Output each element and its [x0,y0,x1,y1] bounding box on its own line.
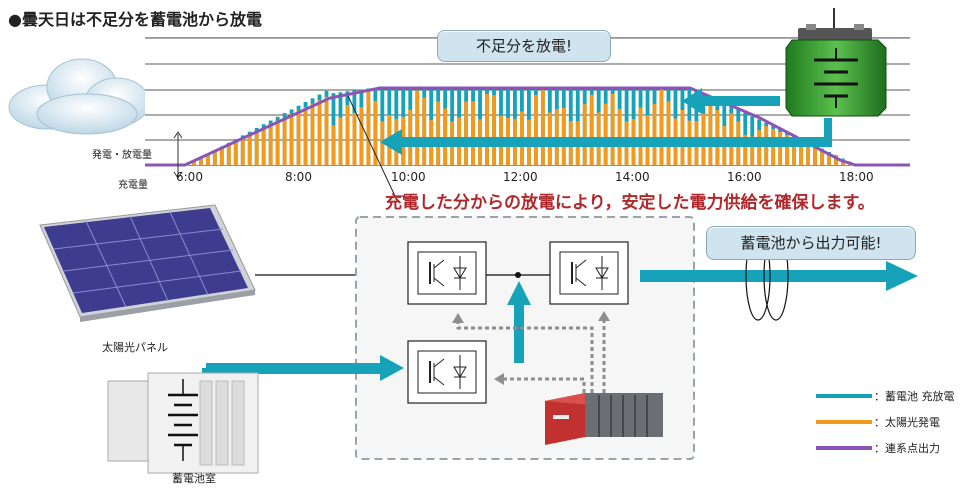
solar-bar [464,101,469,165]
legend-item-solar: ：太陽光発電 [874,416,940,429]
solar-bar [652,103,657,165]
solar-bar [366,89,371,165]
x-tick: 18:00 [839,170,874,184]
solar-bar [589,94,594,165]
x-tick: 6:00 [176,170,203,184]
solar-bar [792,138,797,165]
solar-bar [617,108,622,165]
solar-bar [282,117,287,165]
output-line [145,86,910,167]
solar-bar [331,125,336,165]
solar-bar [310,103,315,165]
solar-bar [471,101,475,165]
x-tick: 8:00 [285,170,312,184]
solar-bar [659,88,664,165]
callout-pointer [347,95,396,197]
solar-panel-icon [39,204,256,322]
legend-item-battery: ：蓄電池 充放電 [874,390,955,403]
discharge-arrow [824,118,832,147]
y-axis-label-upper: 発電・放電量 [92,150,152,161]
solar-bar [352,112,357,165]
battery-icon [785,8,887,117]
solar-bar [359,107,364,165]
solar-bar [603,103,608,165]
solar-bar [827,153,831,165]
converter-block [407,241,487,305]
y-axis-label-lower: 充電量 [118,180,148,191]
cloud-icon [8,58,150,135]
solar-bar [666,101,671,165]
discharge-arrow [700,96,780,106]
solar-bar [561,107,566,165]
page-title: ●曇天日は不足分を蓄電池から放電 [8,10,262,29]
discharge-arrow-head [682,88,702,114]
solar-bar [247,134,252,165]
solar-bar [219,147,224,165]
solar-bar [785,135,790,165]
system-diagram [39,204,918,474]
solar-bar [834,156,838,165]
solar-bar [289,113,294,165]
solar-bar [743,134,748,165]
solar-bar [778,132,783,165]
solar-bar [324,96,329,165]
solar-bar [750,136,755,165]
x-tick: 10:00 [391,170,426,184]
solar-bar [254,130,259,165]
solar-bar [443,108,448,165]
converter-block [407,340,487,404]
legend-item-output: ：連系点出力 [874,442,940,455]
solar-bar [533,94,538,165]
discharge-arrow-head [380,129,402,155]
solar-panel-label: 太陽光パネル [102,341,168,354]
converter-block [549,241,629,305]
x-tick: 14:00 [615,170,650,184]
solar-bar [191,161,196,165]
solar-bar [492,95,496,165]
solar-bar [233,141,238,165]
solar-bar [554,108,559,165]
solar-bar [338,117,343,165]
power-chart [145,37,910,197]
solar-bar [582,104,587,165]
solar-bar [806,144,810,165]
solar-bar [373,101,378,165]
solar-bar [638,107,643,165]
solar-bar [422,97,427,165]
solar-bar [610,93,615,165]
solar-bar [415,90,420,165]
solar-bar [261,127,266,165]
discharge-shortage-badge: 不足分を放電! [437,30,611,62]
solar-bar [540,90,545,165]
discharge-arrow [400,137,832,147]
y-axis-arrow-icon [173,131,183,179]
solar-bar [820,150,824,165]
solar-bar [813,147,817,165]
solar-bar [268,124,273,165]
solar-bar [240,137,245,165]
solar-bar [303,107,308,165]
x-tick: 16:00 [727,170,762,184]
solar-bar [708,100,713,165]
solar-bar [317,100,322,165]
solar-bar [345,105,350,165]
solar-bar [198,158,203,165]
solar-bar [296,110,301,165]
solar-bar [757,130,762,165]
stable-supply-callout: 充電した分からの放電により，安定した電力供給を確保します。 [385,193,875,213]
x-tick: 12:00 [503,170,538,184]
solar-bar [205,154,210,165]
battery-room-label: 蓄電池室 [172,472,216,485]
solar-bar [212,151,217,165]
battery-output-badge: 蓄電池から出力可能! [706,226,916,260]
solar-bar [226,144,231,165]
solar-bar [275,120,280,165]
solar-bar [799,141,804,165]
solar-bar [485,94,489,165]
solar-bar [771,129,776,165]
solar-bar [436,101,441,165]
